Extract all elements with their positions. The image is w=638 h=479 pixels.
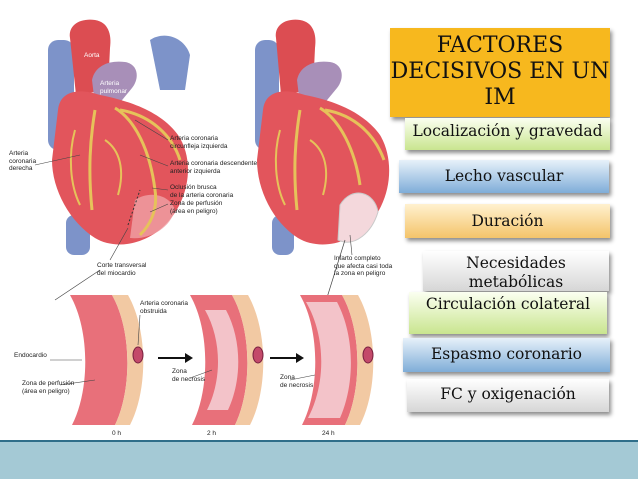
page-title: FACTORES DECISIVOS EN UN IM bbox=[390, 33, 610, 110]
factor-label: Duración bbox=[471, 212, 544, 230]
title-box: FACTORES DECISIVOS EN UN IM bbox=[390, 28, 610, 117]
factor-lecho-vascular: Lecho vascular bbox=[399, 160, 609, 193]
label-time-2h: 2 h bbox=[207, 430, 217, 437]
factor-duracion: Duración bbox=[405, 204, 610, 238]
cross-sections bbox=[50, 295, 374, 425]
label-perfusion-zone: Zona de perfusión (área en peligro) bbox=[170, 200, 223, 215]
label-necrosis-zone-24h: Zona de necrosis bbox=[280, 374, 314, 389]
label-pulmonary-artery: Arteria pulmonar bbox=[100, 80, 128, 95]
heart-illustration bbox=[34, 19, 390, 425]
factor-label: Lecho vascular bbox=[444, 167, 564, 185]
left-heart bbox=[34, 19, 190, 261]
label-infarct: Infarto completo que afecta casi toda la… bbox=[334, 255, 393, 277]
label-cross-section: Corte transversal del miocardio bbox=[97, 262, 147, 277]
label-obstructed-artery: Arteria coronaria obstruida bbox=[140, 300, 189, 315]
factor-label: Localización y gravedad bbox=[412, 122, 603, 140]
factor-label: FC y oxigenación bbox=[440, 385, 576, 403]
label-right-coronary: Arteria coronaria derecha bbox=[9, 150, 37, 172]
factor-espasmo: Espasmo coronario bbox=[403, 338, 610, 372]
footer-bar bbox=[0, 442, 638, 479]
factor-label: Espasmo coronario bbox=[430, 345, 583, 363]
factor-necesidades: Necesidades metabólicas bbox=[423, 251, 609, 291]
footer-divider bbox=[0, 440, 638, 442]
label-time-24h: 24 h bbox=[322, 430, 335, 437]
factor-label: Circulación colateral bbox=[425, 295, 591, 313]
label-perfusion-zone-section: Zona de perfusión (área en peligro) bbox=[22, 380, 75, 395]
factor-circulacion: Circulación colateral bbox=[409, 292, 607, 334]
label-endocardium: Endocardio bbox=[14, 352, 47, 359]
label-aorta: Aorta bbox=[84, 52, 100, 59]
label-lad: Arteria coronaria descendente anterior i… bbox=[170, 160, 258, 175]
label-circumflex: Arteria coronaria circunfleja izquierda bbox=[170, 135, 228, 150]
factor-label: Necesidades metabólicas bbox=[466, 254, 566, 291]
label-time-0h: 0 h bbox=[112, 430, 122, 437]
label-necrosis-zone-2h: Zona de necrosis bbox=[172, 368, 206, 383]
factor-fc-oxigenacion: FC y oxigenación bbox=[407, 379, 609, 412]
right-heart bbox=[255, 19, 390, 256]
factor-localizacion: Localización y gravedad bbox=[405, 118, 610, 150]
label-occlusion: Oclusión brusca de la arteria coronaria bbox=[170, 184, 234, 199]
